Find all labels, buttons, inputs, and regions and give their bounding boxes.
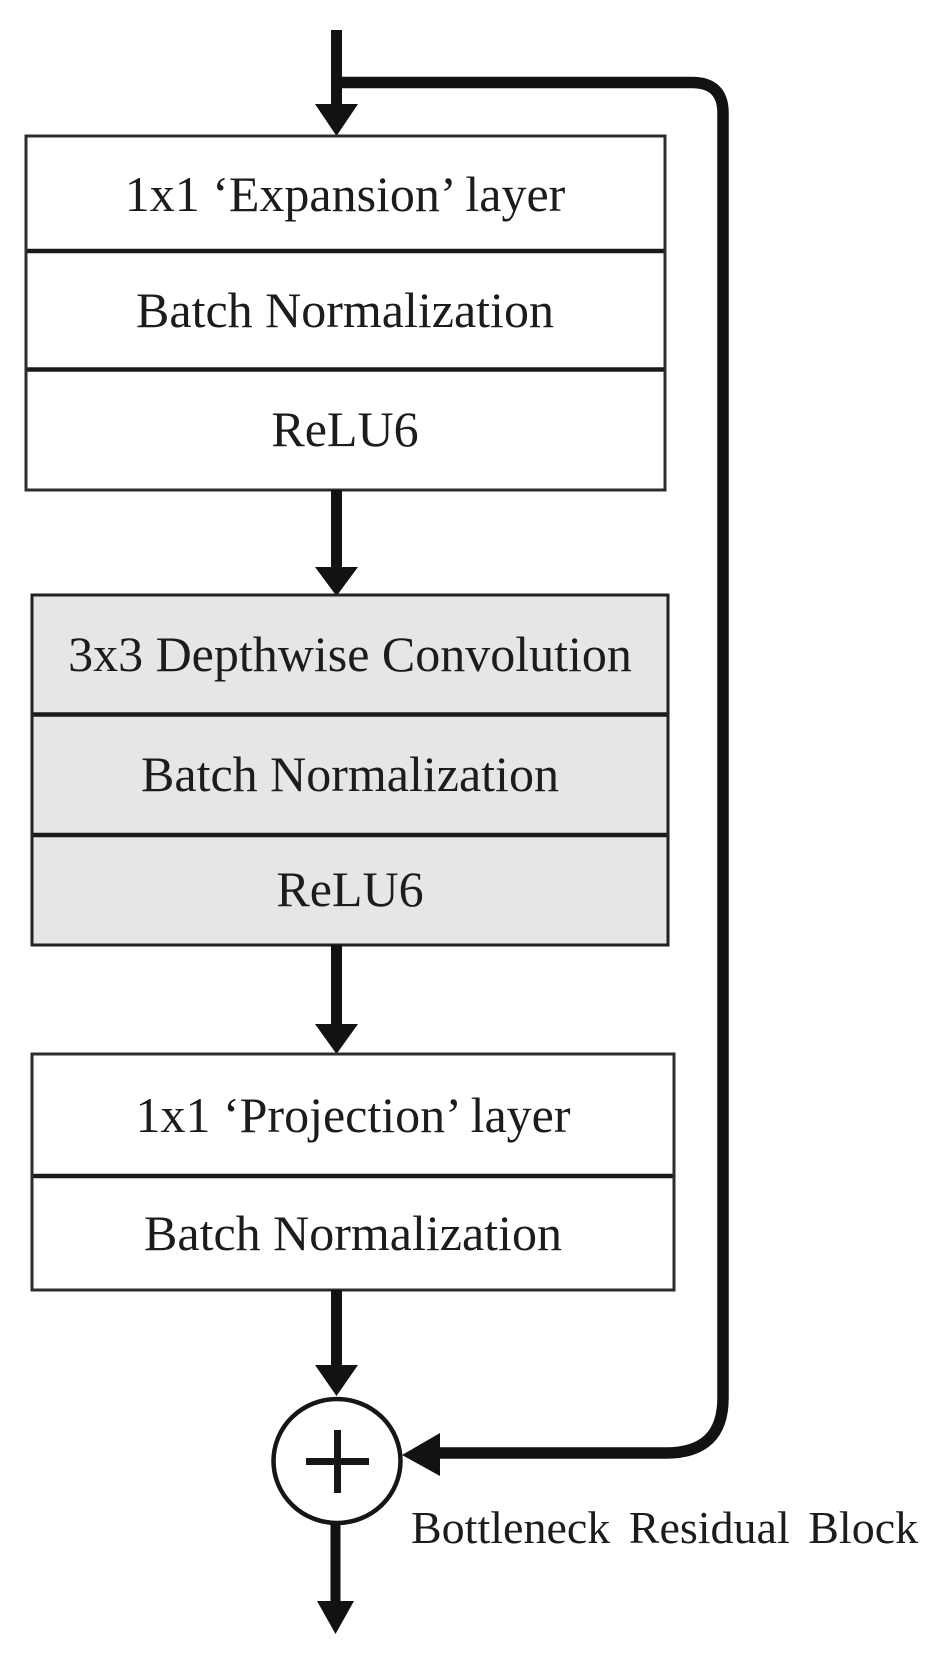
depthwise-relu6-label: ReLU6 bbox=[276, 861, 423, 917]
output-arrow bbox=[317, 1524, 354, 1634]
arrowhead-icon bbox=[315, 1024, 358, 1054]
depthwise-block: 3x3 Depthwise Convolution Batch Normaliz… bbox=[30, 593, 670, 947]
projection-row-label: 1x1 ‘Projection’ layer bbox=[135, 1087, 570, 1143]
projection-batchnorm-label: Batch Normalization bbox=[144, 1205, 562, 1261]
skip-connection-path bbox=[337, 76, 729, 1459]
input-arrowhead-icon bbox=[315, 104, 358, 136]
expansion-block: 1x1 ‘Expansion’ layer Batch Normalizatio… bbox=[24, 134, 667, 492]
arrow-projection-to-add bbox=[315, 1290, 358, 1396]
figure-caption: Bottleneck Residual Block bbox=[411, 1502, 918, 1553]
expansion-batchnorm-label: Batch Normalization bbox=[136, 282, 554, 338]
depthwise-block-box bbox=[30, 593, 670, 947]
expansion-relu6-label: ReLU6 bbox=[271, 401, 418, 457]
projection-block-box bbox=[30, 1052, 676, 1292]
expansion-row-label: 1x1 ‘Expansion’ layer bbox=[125, 166, 566, 222]
arrow-expansion-to-depthwise bbox=[315, 490, 358, 596]
output-arrowhead-icon bbox=[317, 1601, 354, 1634]
skip-connection bbox=[337, 76, 729, 1476]
depthwise-conv-label: 3x3 Depthwise Convolution bbox=[68, 626, 632, 682]
skip-arrowhead-icon bbox=[402, 1433, 440, 1476]
expansion-block-box bbox=[24, 134, 667, 492]
projection-block: 1x1 ‘Projection’ layer Batch Normalizati… bbox=[30, 1052, 676, 1292]
input-arrow bbox=[315, 30, 358, 136]
arrowhead-icon bbox=[315, 567, 358, 596]
arrowhead-icon bbox=[315, 1365, 358, 1396]
arrow-depthwise-to-projection bbox=[315, 945, 358, 1054]
depthwise-batchnorm-label: Batch Normalization bbox=[141, 746, 559, 802]
add-operator bbox=[271, 1396, 403, 1526]
